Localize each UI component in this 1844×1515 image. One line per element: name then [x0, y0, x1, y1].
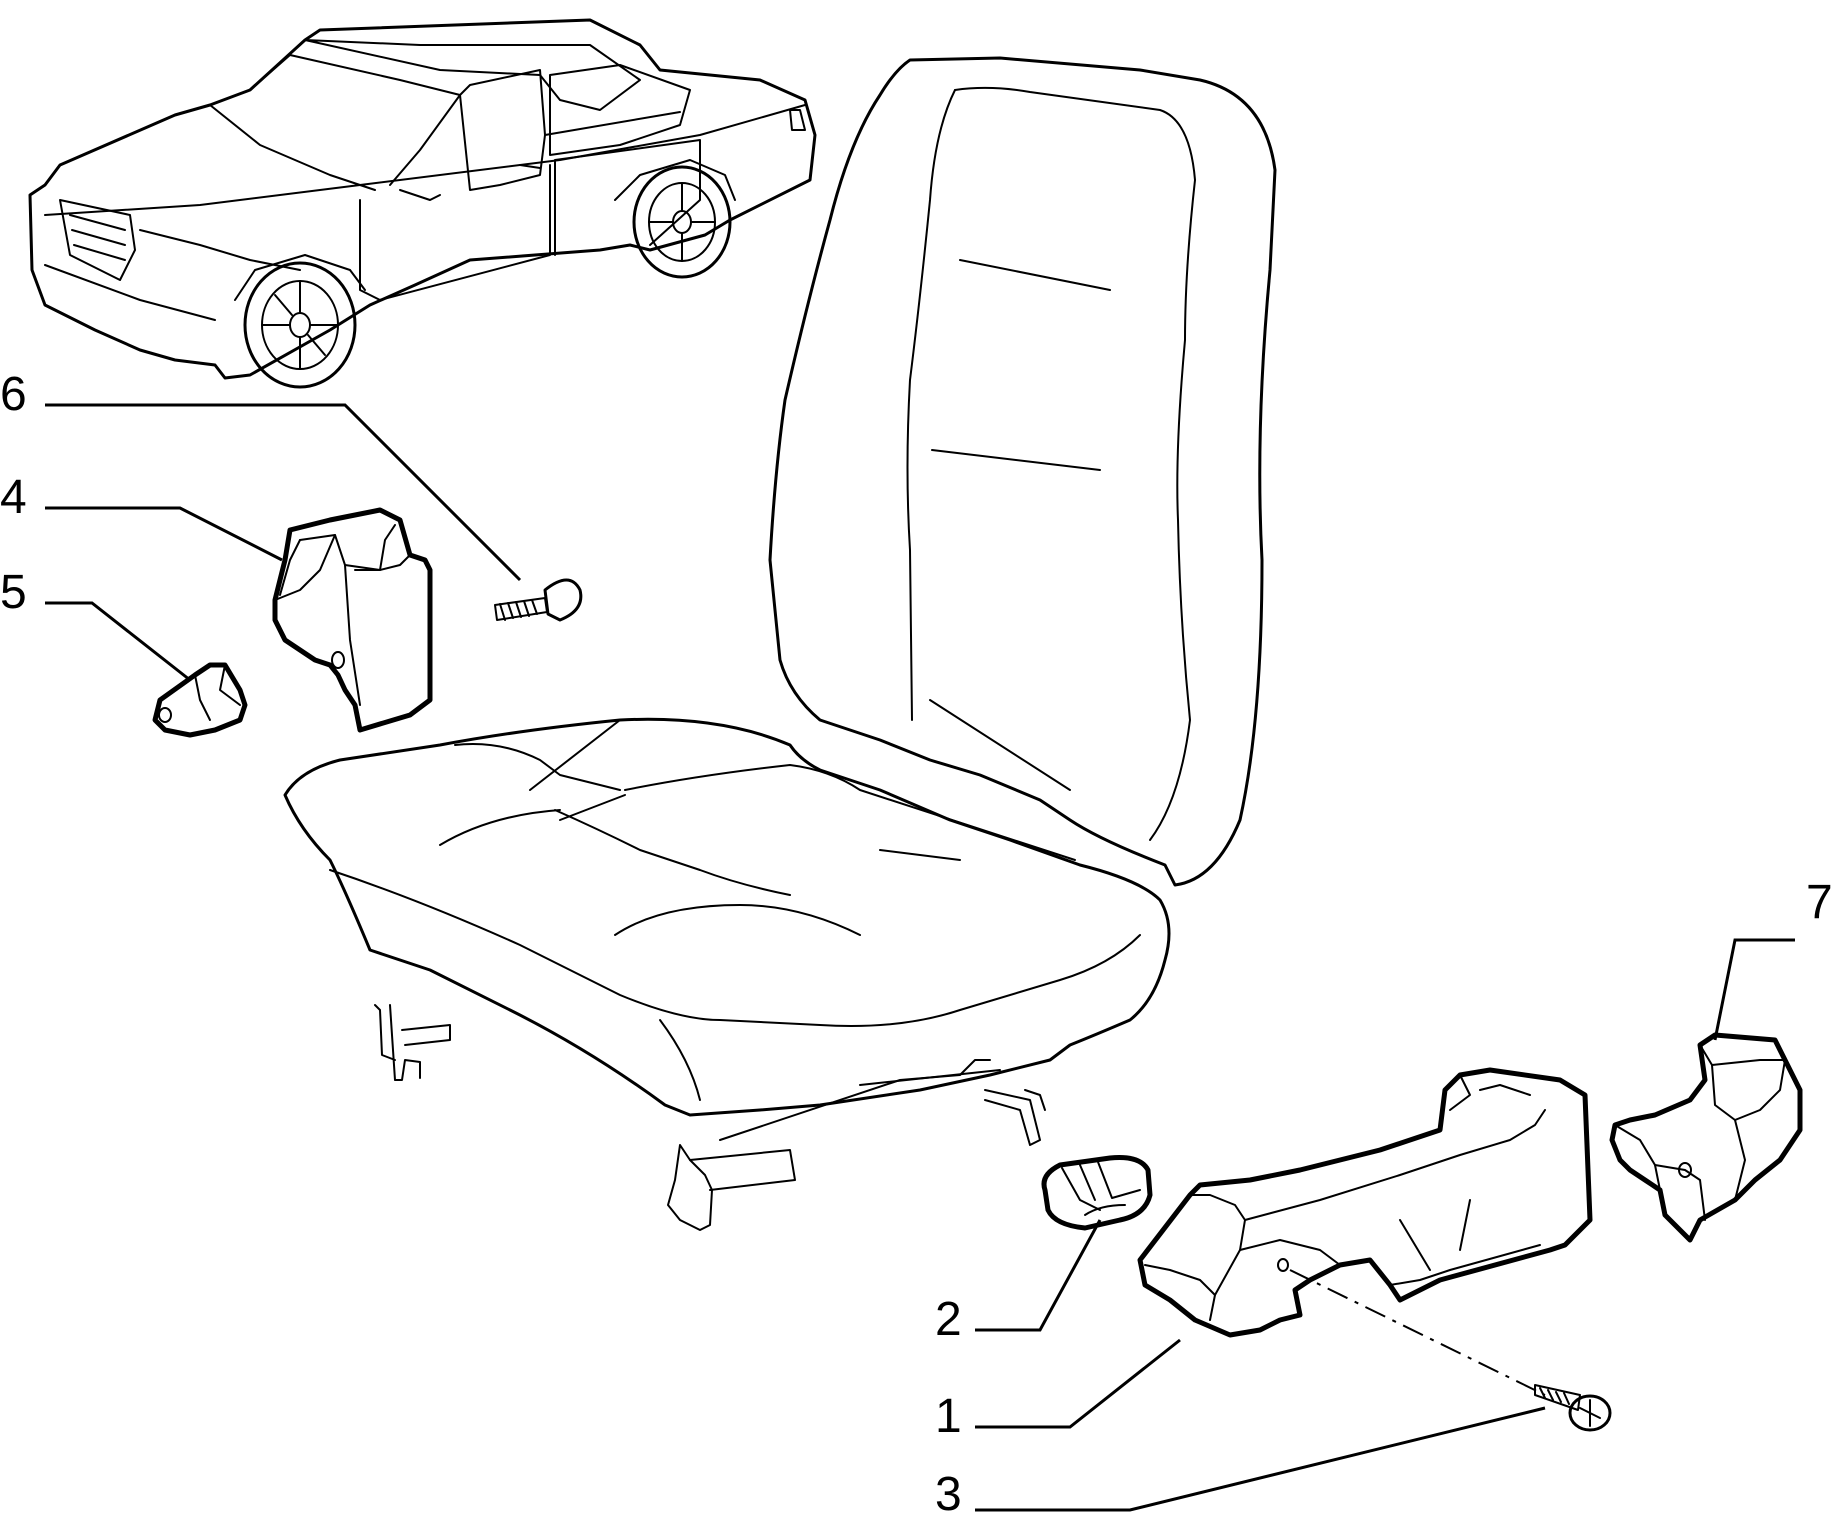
part-4-cover: [272, 507, 433, 733]
leader-line-5: [45, 601, 191, 682]
leader-line-4: [45, 506, 283, 562]
part-5-clip: [152, 662, 248, 738]
part-6-bolt: [494, 578, 583, 622]
callout-labels: 6 4 5 2 1 3 7: [0, 368, 1833, 1515]
part-3-screw: [1289, 1269, 1612, 1432]
callout-5: 5: [0, 566, 27, 619]
part-7-bracket: [1609, 1032, 1803, 1243]
leader-line-1: [975, 1338, 1181, 1429]
leader-line-3: [975, 1406, 1546, 1512]
car-illustration: [28, 18, 817, 389]
leader-lines: [45, 403, 1795, 1512]
callout-4: 4: [0, 471, 27, 524]
callout-1: 1: [935, 1390, 962, 1443]
leader-line-2: [975, 1219, 1102, 1332]
callout-7: 7: [1806, 876, 1833, 929]
leader-line-6: [45, 403, 522, 582]
callout-6: 6: [0, 368, 27, 421]
seat-illustration: [283, 56, 1277, 1231]
leader-line-7: [1713, 938, 1795, 1041]
part-1-trim-cover: [1137, 1067, 1593, 1338]
part-2-connector: [1041, 1155, 1153, 1231]
callout-3: 3: [935, 1468, 962, 1515]
callout-2: 2: [935, 1293, 962, 1346]
